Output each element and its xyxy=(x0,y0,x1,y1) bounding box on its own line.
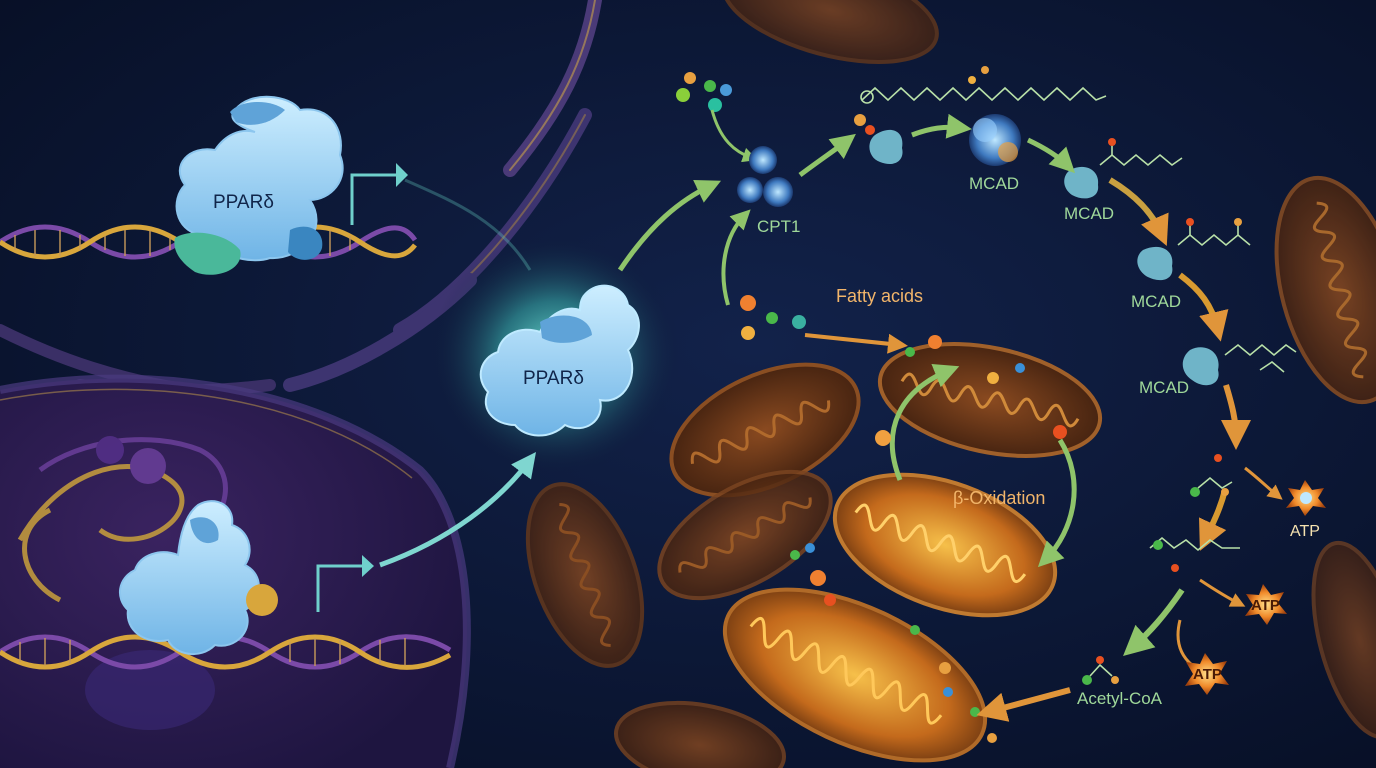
atp-label-2: ATP xyxy=(1251,597,1280,614)
mcad-enzyme-3 xyxy=(1137,246,1173,281)
acyl-coa-protein xyxy=(854,114,903,165)
mitochondria-cluster xyxy=(525,0,1376,768)
fatty-acids-label: Fatty acids xyxy=(836,286,924,306)
transcription-arrowhead-top xyxy=(396,163,408,187)
cpt1-label: CPT1 xyxy=(757,217,801,236)
mcad-label-2: MCAD xyxy=(1064,204,1115,223)
acyl-chain-molecules xyxy=(860,86,1297,677)
cpt1-enzyme xyxy=(737,146,793,207)
atp-label-3: ATP xyxy=(1193,666,1222,683)
translocation-arrow-lower xyxy=(379,452,537,568)
beta-oxidation-cycle xyxy=(889,363,1077,568)
mcad-label-3: MCAD xyxy=(1131,292,1182,311)
fatty-acid-top-arrow xyxy=(710,109,758,163)
atp-burst-2 xyxy=(1245,584,1287,625)
atp-label-1: ATP xyxy=(1290,523,1320,540)
fatty-acid-import-arrow xyxy=(804,333,908,354)
transcription-arrow-top xyxy=(350,173,400,225)
ppar-delta-protein-top xyxy=(174,95,344,275)
mcad-enzyme-large xyxy=(969,114,1021,166)
transcription-arrow-bottom xyxy=(316,564,366,612)
acetyl-coa-label: Acetyl-CoA xyxy=(1077,689,1163,708)
atp-burst-3 xyxy=(1185,653,1229,695)
mcad-label-4: MCAD xyxy=(1139,378,1190,397)
ppar-delta-label-nucleus: PPARδ xyxy=(213,192,274,213)
translocation-arrow-upper xyxy=(404,178,532,271)
ppar-delta-label-center: PPARδ xyxy=(523,368,584,389)
mcad-enzyme-4 xyxy=(1182,347,1219,386)
transcription-arrowhead-bottom xyxy=(362,555,374,577)
ppar-delta-protein-center xyxy=(479,284,640,437)
ppar-delta-protein-bottom xyxy=(119,500,278,655)
molecule-atoms xyxy=(968,66,1242,685)
activation-arrow-to-cpt1 xyxy=(617,180,722,272)
fatty-acid-to-cpt1-arrow xyxy=(721,209,751,306)
atp-burst-1 xyxy=(1286,480,1326,516)
beta-oxidation-label: β-Oxidation xyxy=(953,488,1046,508)
pathway-arrows xyxy=(798,113,1283,722)
mcad-enzyme-2 xyxy=(1064,166,1099,199)
chromatin xyxy=(17,436,228,730)
mcad-label-1: MCAD xyxy=(969,174,1020,193)
